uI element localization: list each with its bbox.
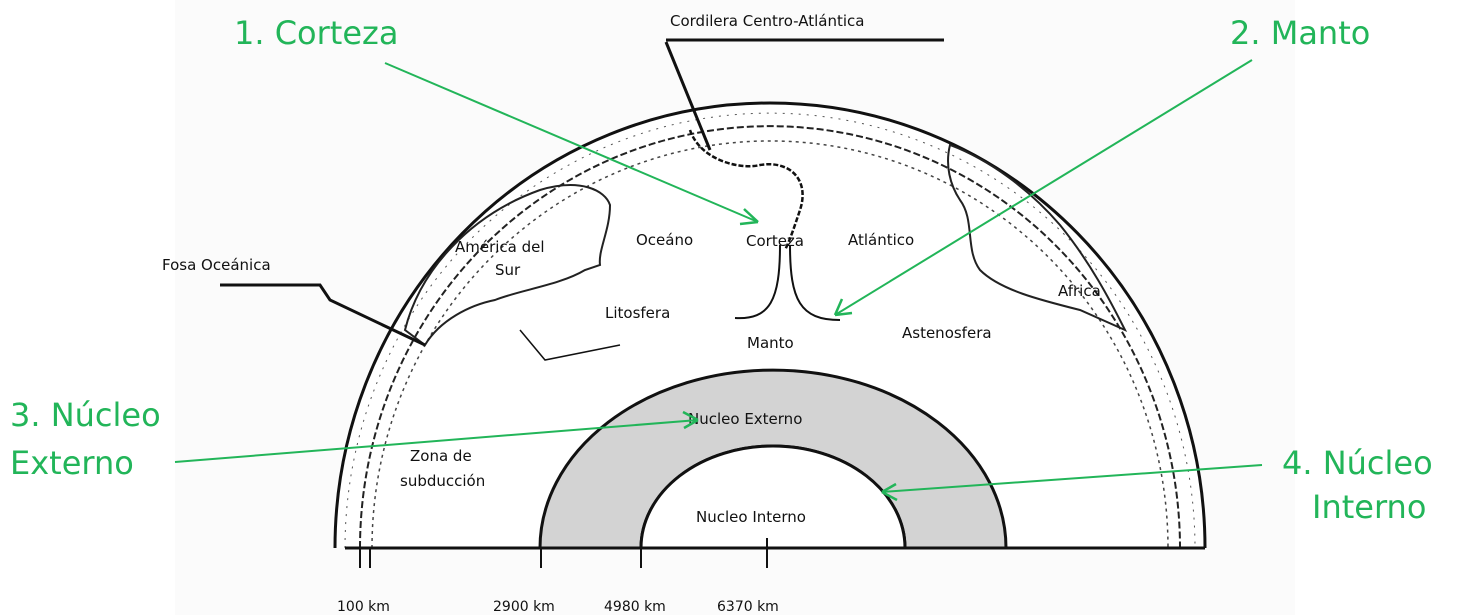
- subduction-flow: [519, 329, 621, 361]
- arrow-nucleo-externo-head: [682, 410, 699, 430]
- asthenosphere-boundary: [371, 140, 1169, 549]
- label-astenosfera: Astenosfera: [902, 324, 992, 342]
- arrow-corteza: [384, 62, 759, 223]
- depth-label-100: 100 km: [337, 599, 390, 615]
- callout-nucleo-interno-1: 4. Núcleo: [1282, 444, 1433, 482]
- mid-atlantic-ridge: [688, 129, 804, 251]
- earth-outline: [333, 101, 1207, 549]
- callout-corteza: 1. Corteza: [234, 14, 398, 52]
- depth-label-2900: 2900 km: [493, 599, 555, 615]
- label-corteza: Corteza: [746, 232, 804, 250]
- inner-core: [639, 444, 907, 550]
- label-atlantico: Atlántico: [848, 231, 914, 249]
- label-fosa: Fosa Oceánica: [162, 256, 271, 274]
- label-zona-2: subducción: [400, 472, 485, 490]
- callout-nucleo-interno-2: Interno: [1312, 488, 1426, 526]
- label-manto: Manto: [747, 334, 794, 352]
- arrow-manto-head: [833, 298, 853, 317]
- label-cordillera: Cordilera Centro-Atlántica: [670, 12, 864, 30]
- callout-nucleo-externo-2: Externo: [10, 444, 134, 482]
- label-america-2: Sur: [495, 261, 521, 279]
- label-africa: Africa: [1058, 282, 1101, 300]
- label-zona-1: Zona de: [410, 447, 472, 465]
- callout-manto: 2. Manto: [1230, 14, 1370, 52]
- fosa-leader: [220, 283, 426, 347]
- convection-right: [789, 244, 841, 321]
- label-nucleo-interno: Nucleo Interno: [696, 508, 806, 526]
- arrow-nucleo-interno: [881, 464, 1263, 493]
- label-litosfera: Litosfera: [605, 304, 670, 322]
- depth-label-6370: 6370 km: [717, 599, 779, 615]
- arrow-manto: [834, 59, 1253, 316]
- arrow-corteza-head: [739, 208, 759, 226]
- convection-left: [734, 244, 781, 320]
- africa-outline: [947, 143, 1128, 333]
- label-oceano: Oceáno: [636, 231, 693, 249]
- arrow-nucleo-externo: [174, 419, 699, 463]
- label-nucleo-externo: Nucleo Externo: [688, 410, 802, 428]
- cordillera-leader: [664, 38, 944, 151]
- arrow-nucleo-interno-head: [881, 482, 898, 502]
- callout-nucleo-externo-1: 3. Núcleo: [10, 396, 161, 434]
- depth-label-4980: 4980 km: [604, 599, 666, 615]
- lithosphere-boundary: [359, 124, 1181, 549]
- callout-arrows: [174, 59, 1263, 502]
- south-america-outline: [403, 184, 612, 347]
- label-america-1: América del: [455, 238, 545, 256]
